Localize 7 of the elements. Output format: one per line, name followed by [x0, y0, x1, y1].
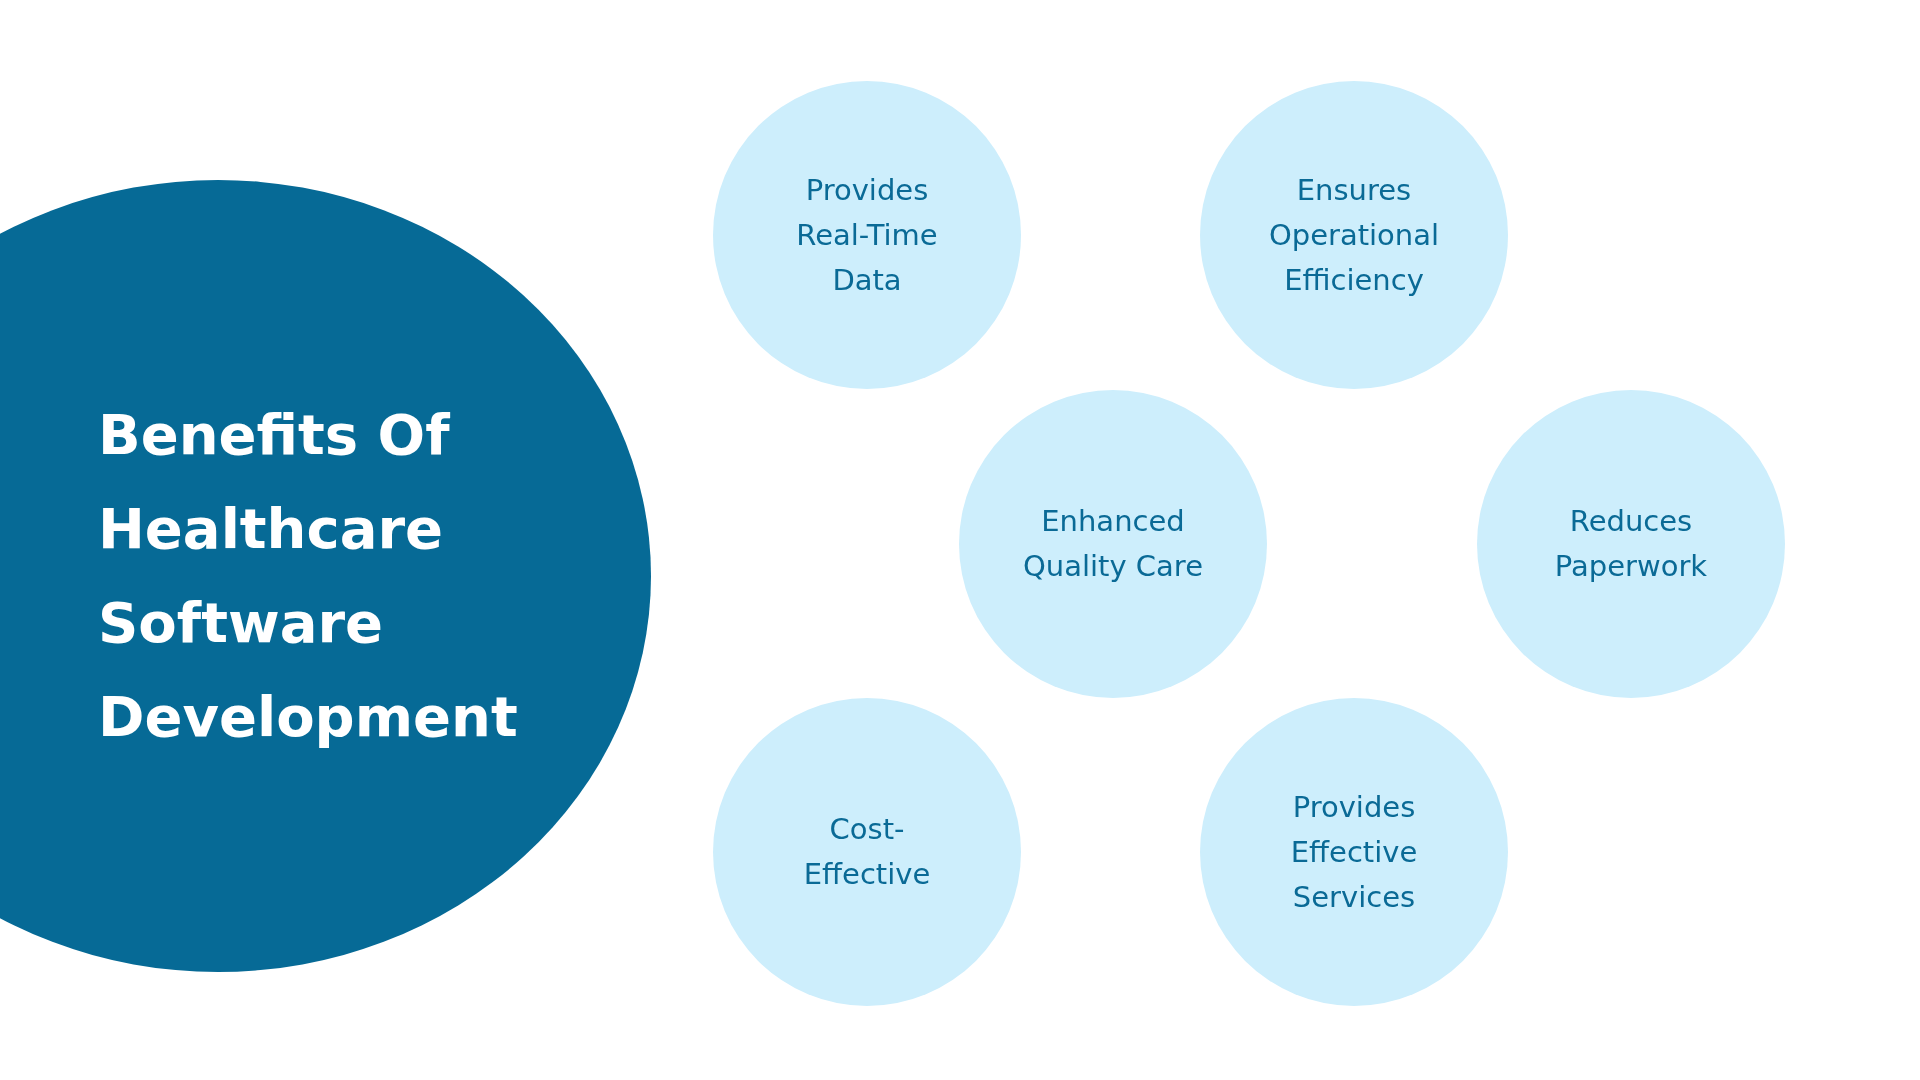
benefit-text: Provides Real-Time Data	[795, 171, 939, 299]
heading-text: Benefits Of Healthcare Software Development	[98, 401, 518, 751]
benefit-text: Ensures Operational Efficiency	[1267, 171, 1441, 299]
benefit-text: Enhanced Quality Care	[1022, 503, 1204, 585]
benefit-text: Reduces Paperwork	[1553, 503, 1709, 585]
benefit-text: Cost-Effective	[802, 811, 932, 893]
benefit-text: Provides Effective Services	[1289, 788, 1419, 916]
